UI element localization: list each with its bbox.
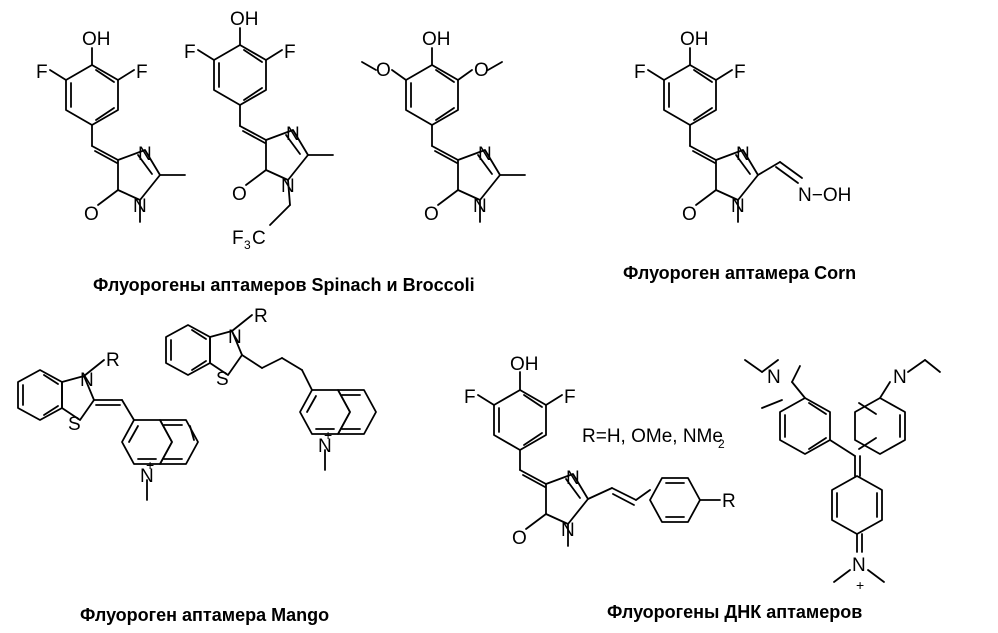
r-group-label: R bbox=[106, 350, 120, 371]
substituent-note-subscript: 2 bbox=[718, 437, 725, 451]
oxygen-label: O bbox=[512, 528, 527, 549]
molecule-malachite-green: N N N + bbox=[744, 359, 941, 593]
molecule-to3-long: N R S N + bbox=[165, 306, 377, 471]
trifluoromethyl-f: F bbox=[232, 228, 244, 249]
nitrogen-label: N bbox=[852, 555, 866, 576]
fluorine-label: F bbox=[284, 42, 296, 63]
caption-corn: Флуороген аптамера Corn bbox=[623, 263, 856, 283]
nitrogen-label: N bbox=[473, 196, 487, 217]
fluorine-label: F bbox=[734, 62, 746, 83]
nitrogen-label: N bbox=[80, 370, 94, 391]
molecule-dfho: OH F F N N O N−OH bbox=[634, 29, 851, 225]
oh-label: OH bbox=[230, 9, 259, 30]
nitrogen-label: N bbox=[281, 176, 295, 197]
nitrogen-label: N bbox=[133, 196, 147, 217]
fluorine-label: F bbox=[634, 62, 646, 83]
nitrogen-label: N bbox=[228, 327, 242, 348]
positive-charge: + bbox=[324, 427, 332, 443]
trifluoromethyl-subscript: 3 bbox=[244, 238, 251, 252]
nitrogen-label: N bbox=[731, 196, 745, 217]
oxime-label: N−OH bbox=[798, 185, 851, 206]
caption-spinach-broccoli: Флуорогены аптамеров Spinach и Broccoli bbox=[93, 275, 475, 295]
oxygen-label: O bbox=[474, 60, 489, 81]
molecule-dfhbi-1t: OH F F N N O F 3 C bbox=[184, 9, 334, 252]
nitrogen-label: N bbox=[140, 466, 154, 487]
oxygen-label: O bbox=[376, 60, 391, 81]
r-group-label: R bbox=[254, 306, 268, 327]
nitrogen-label: N bbox=[561, 520, 575, 541]
molecule-dfhbi: OH F F N N O bbox=[36, 29, 186, 225]
oh-label: OH bbox=[680, 29, 709, 50]
fluorine-label: F bbox=[184, 42, 196, 63]
r-group-label: R bbox=[722, 491, 736, 512]
oxygen-label: O bbox=[424, 204, 439, 225]
fluorine-label: F bbox=[36, 62, 48, 83]
nitrogen-label: N bbox=[736, 144, 750, 165]
trifluoromethyl-c: C bbox=[252, 228, 266, 249]
molecule-to1-short: N R S N + bbox=[17, 350, 199, 501]
sulfur-label: S bbox=[68, 414, 81, 435]
oxygen-label: O bbox=[84, 204, 99, 225]
nitrogen-label: N bbox=[138, 144, 152, 165]
positive-charge: + bbox=[856, 577, 864, 593]
caption-mango: Флуороген аптамера Mango bbox=[80, 605, 329, 625]
positive-charge: + bbox=[146, 457, 154, 473]
oxygen-label: O bbox=[232, 184, 247, 205]
nitrogen-label: N bbox=[767, 367, 781, 388]
molecule-dmhbi: OH O O N N O bbox=[361, 29, 526, 225]
nitrogen-label: N bbox=[566, 468, 580, 489]
fluorine-label: F bbox=[464, 387, 476, 408]
oxygen-label: O bbox=[682, 204, 697, 225]
oh-label: OH bbox=[422, 29, 451, 50]
substituent-note: R=H, OMe, NMe bbox=[582, 426, 723, 447]
caption-dna-aptamers: Флуорогены ДНК аптамеров bbox=[607, 602, 862, 622]
nitrogen-label: N bbox=[286, 124, 300, 145]
fluorine-label: F bbox=[136, 62, 148, 83]
nitrogen-label: N bbox=[893, 367, 907, 388]
oh-label: OH bbox=[510, 354, 539, 375]
nitrogen-label: N bbox=[318, 436, 332, 457]
fluorine-label: F bbox=[564, 387, 576, 408]
oh-label: OH bbox=[82, 29, 111, 50]
sulfur-label: S bbox=[216, 369, 229, 390]
molecule-dfhbi-styryl: OH F F N N O R R=H, OMe, NMe 2 bbox=[464, 354, 736, 549]
nitrogen-label: N bbox=[478, 144, 492, 165]
